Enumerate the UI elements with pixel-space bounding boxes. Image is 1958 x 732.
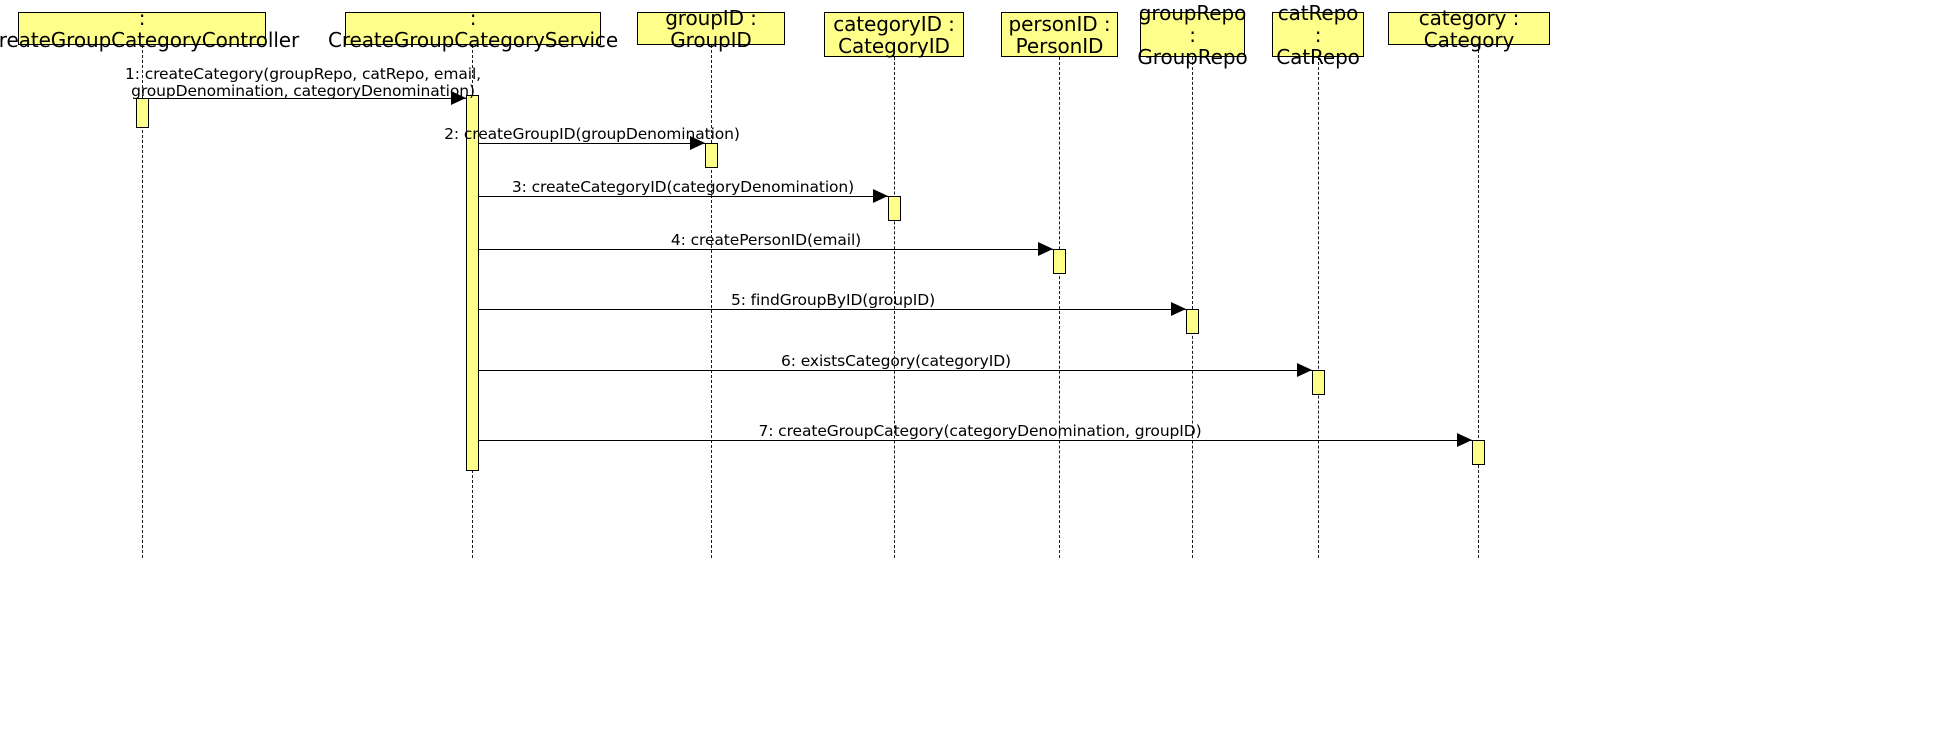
activation-bar-personid [1052, 249, 1066, 274]
message-label-5: 5: findGroupByID(groupID) [730, 291, 936, 309]
activation-bar-service [465, 95, 479, 471]
participant-controller[interactable]: : CreateGroupCategoryController [0, 5, 300, 52]
message-arrow-6[interactable] [478, 370, 1312, 371]
activation-bar-groupid [704, 143, 718, 168]
lifeline-personid [1059, 57, 1060, 558]
message-arrow-1[interactable] [146, 98, 466, 99]
lifeline-grouprepo [1192, 57, 1193, 558]
message-arrowhead-2 [690, 136, 705, 150]
activation-bar-categoryid [887, 196, 901, 221]
message-arrowhead-3 [873, 189, 888, 203]
message-arrow-4[interactable] [478, 249, 1053, 250]
message-arrow-3[interactable] [478, 196, 888, 197]
message-label-1: 1: createCategory(groupRepo, catRepo, em… [124, 65, 482, 100]
message-label-6: 6: existsCategory(categoryID) [781, 352, 1011, 370]
participant-category[interactable]: category : Category [1388, 7, 1550, 51]
message-arrow-5[interactable] [478, 309, 1186, 310]
lifeline-categoryid [894, 57, 895, 558]
message-arrowhead-6 [1297, 363, 1312, 377]
message-label-2: 2: createGroupID(groupDenomination) [444, 125, 740, 143]
message-arrowhead-4 [1038, 242, 1053, 256]
participant-groupid[interactable]: groupID : GroupID [637, 7, 785, 51]
message-arrowhead-7 [1457, 433, 1472, 447]
participant-catrepo[interactable]: catRepo : CatRepo [1272, 2, 1364, 68]
activation-bar-catrepo [1311, 370, 1325, 395]
participant-service[interactable]: : CreateGroupCategoryService [328, 5, 619, 52]
lifeline-groupid [711, 45, 712, 558]
message-label-7: 7: createGroupCategory(categoryDenominat… [758, 422, 1202, 440]
participant-categoryid[interactable]: categoryID : CategoryID [824, 12, 964, 57]
activation-bar-controller [135, 98, 149, 128]
message-arrowhead-5 [1171, 302, 1186, 316]
participant-personid[interactable]: personID : PersonID [1001, 12, 1118, 57]
activation-bar-grouprepo [1185, 309, 1199, 334]
participant-grouprepo[interactable]: groupRepo : GroupRepo [1137, 0, 1248, 69]
message-label-4: 4: createPersonID(email) [670, 231, 862, 249]
lifeline-category [1478, 45, 1479, 558]
lifeline-controller [142, 45, 143, 558]
activation-bar-category [1471, 440, 1485, 465]
message-arrow-7[interactable] [478, 440, 1472, 441]
message-arrow-2[interactable] [478, 143, 705, 144]
message-label-3: 3: createCategoryID(categoryDenomination… [511, 178, 855, 196]
message-arrowhead-1 [451, 91, 466, 105]
lifeline-catrepo [1318, 57, 1319, 558]
